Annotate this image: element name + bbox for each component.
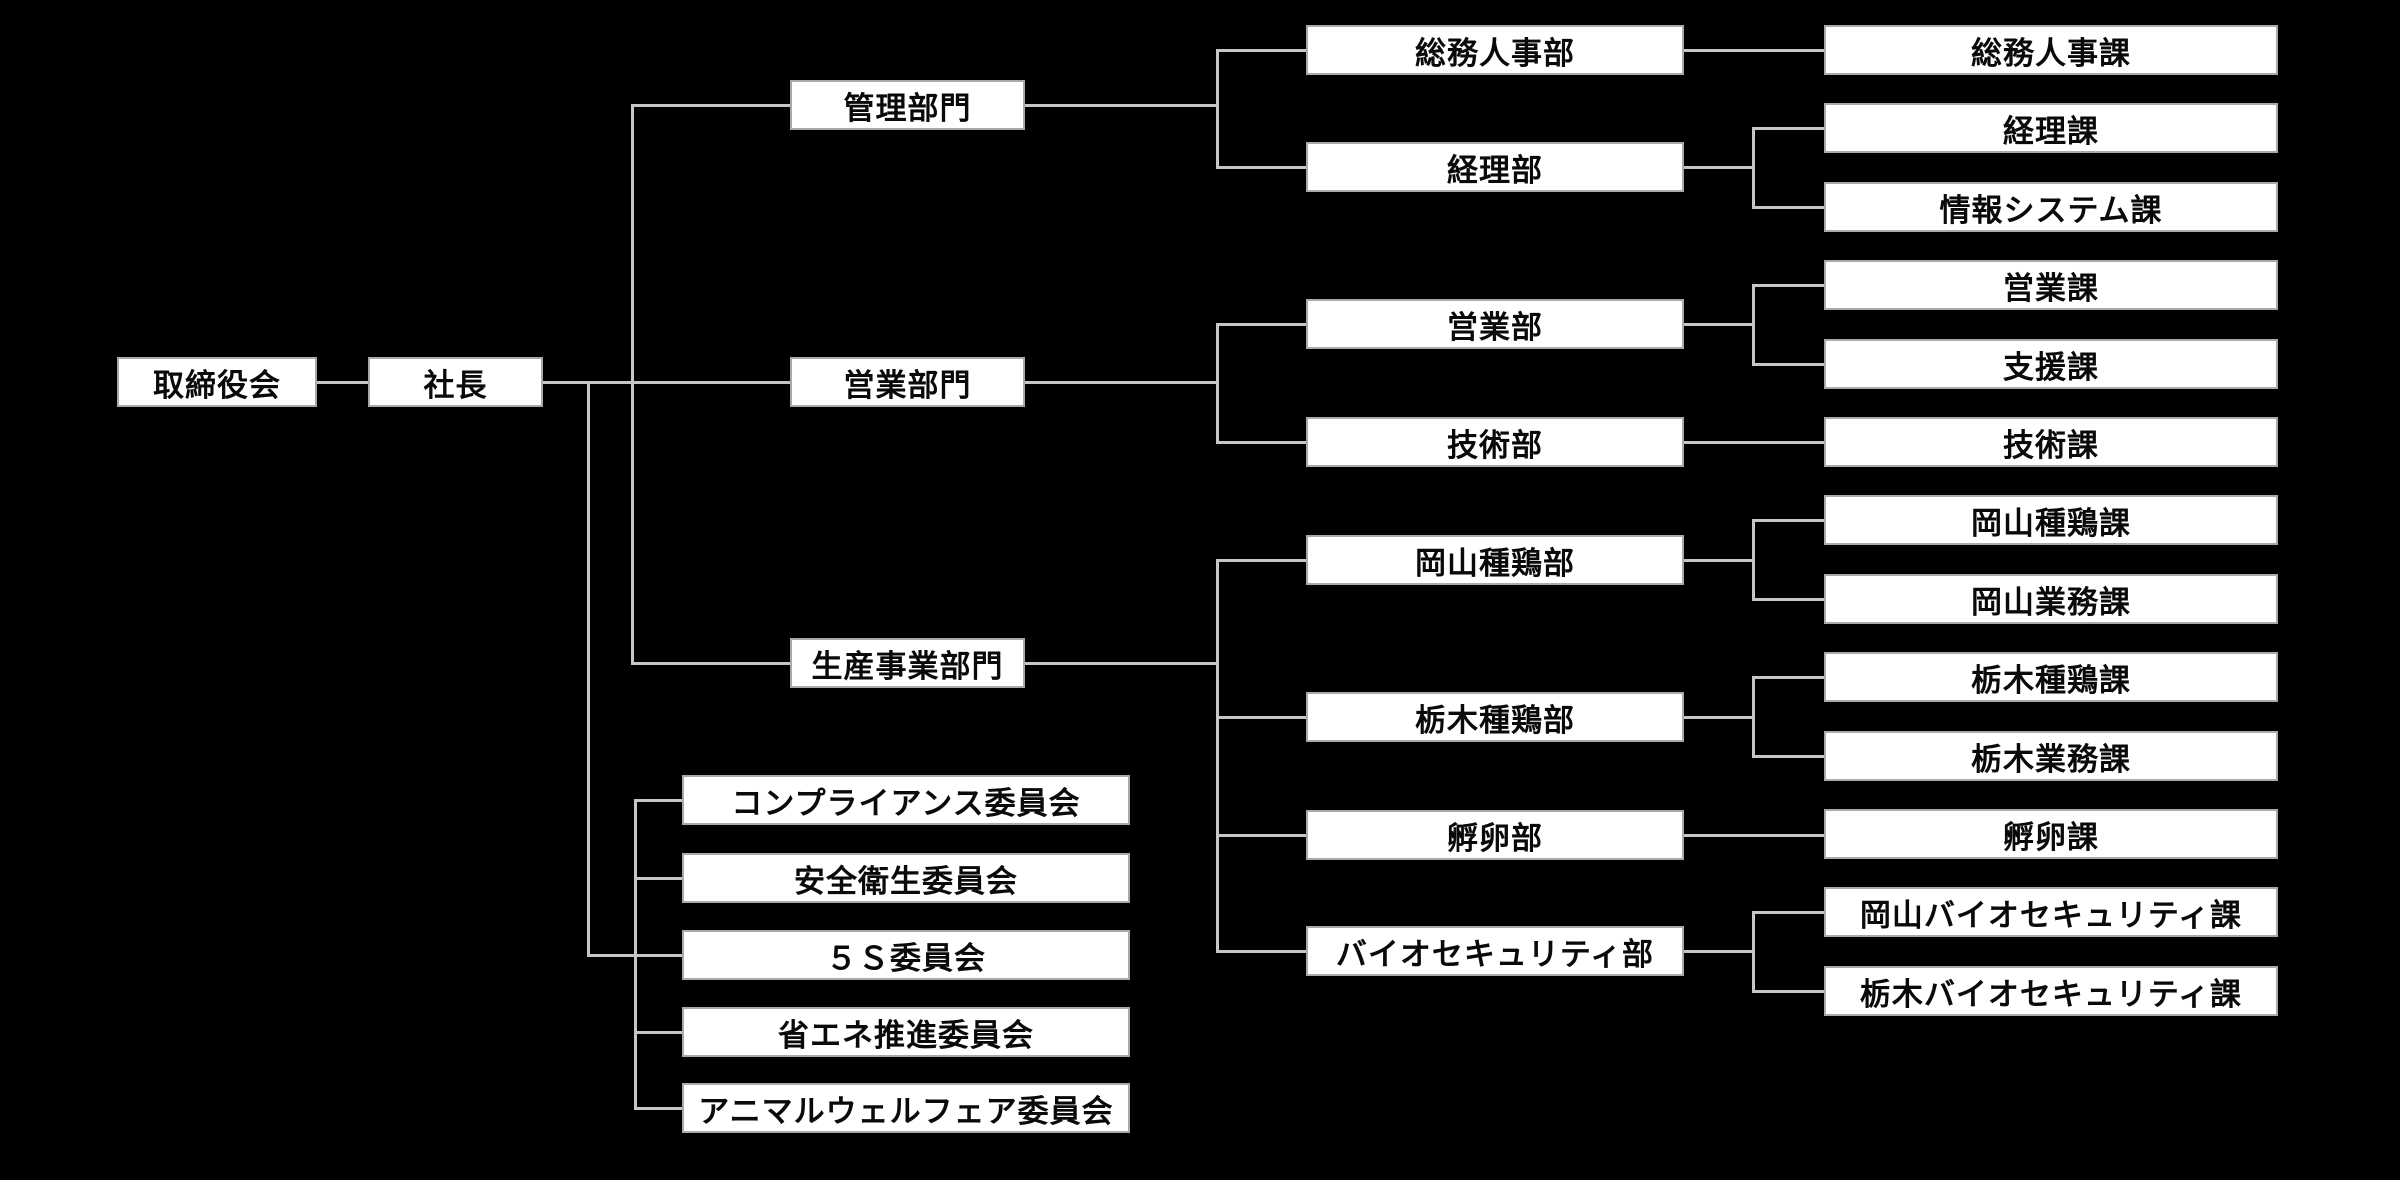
connector-line xyxy=(634,1107,682,1110)
connector-line xyxy=(1216,834,1306,837)
connector-line xyxy=(631,662,790,665)
division-box: 営業部門 xyxy=(790,357,1025,407)
connector-line xyxy=(1752,990,1824,993)
board-of-directors-box: 取締役会 xyxy=(117,357,317,407)
connector-line xyxy=(631,104,634,665)
connector-line xyxy=(1752,284,1824,287)
section-box: 岡山種鶏課 xyxy=(1824,495,2278,545)
connector-line xyxy=(317,381,368,384)
connector-line xyxy=(1752,206,1824,209)
committee-box: 省エネ推進委員会 xyxy=(682,1007,1130,1057)
connector-line xyxy=(1752,755,1824,758)
department-box: 栃木種鶏部 xyxy=(1306,692,1684,742)
connector-line xyxy=(1216,559,1306,562)
president-box: 社長 xyxy=(368,357,543,407)
connector-line xyxy=(1216,441,1306,444)
connector-line xyxy=(1025,104,1218,107)
connector-line xyxy=(1752,598,1824,601)
department-box: 孵卵部 xyxy=(1306,810,1684,860)
section-box: 栃木種鶏課 xyxy=(1824,652,2278,702)
department-box: 技術部 xyxy=(1306,417,1684,467)
connector-line xyxy=(1216,49,1306,52)
division-box: 生産事業部門 xyxy=(790,638,1025,688)
connector-line xyxy=(1684,323,1754,326)
connector-line xyxy=(1752,519,1824,522)
connector-line xyxy=(1025,662,1218,665)
department-box: 営業部 xyxy=(1306,299,1684,349)
committee-box: アニマルウェルフェア委員会 xyxy=(682,1083,1130,1133)
section-box: 孵卵課 xyxy=(1824,809,2278,859)
committee-box: コンプライアンス委員会 xyxy=(682,775,1130,825)
connector-line xyxy=(634,799,682,802)
connector-line xyxy=(1216,950,1306,953)
section-box: 総務人事課 xyxy=(1824,25,2278,75)
connector-line xyxy=(1752,127,1755,209)
department-box: 総務人事部 xyxy=(1306,25,1684,75)
connector-line xyxy=(1216,323,1219,444)
committee-box: 安全衛生委員会 xyxy=(682,853,1130,903)
connector-line xyxy=(1684,559,1754,562)
connector-line xyxy=(1216,559,1219,953)
section-box: 栃木業務課 xyxy=(1824,731,2278,781)
connector-line xyxy=(1752,127,1824,130)
connector-line xyxy=(1025,381,1218,384)
section-box: 経理課 xyxy=(1824,103,2278,153)
connector-line xyxy=(1752,284,1755,366)
section-box: 岡山業務課 xyxy=(1824,574,2278,624)
department-box: 経理部 xyxy=(1306,142,1684,192)
connector-line xyxy=(1752,911,1824,914)
connector-line xyxy=(1684,950,1754,953)
connector-line xyxy=(1684,441,1824,444)
section-box: 栃木バイオセキュリティ課 xyxy=(1824,966,2278,1016)
connector-line xyxy=(1752,363,1824,366)
connector-line xyxy=(543,381,790,384)
connector-line xyxy=(634,1031,682,1034)
connector-line xyxy=(634,799,637,1110)
connector-line xyxy=(631,104,790,107)
connector-line xyxy=(1752,519,1755,601)
connector-line xyxy=(1752,911,1755,993)
connector-line xyxy=(1216,716,1306,719)
connector-line xyxy=(1752,676,1824,679)
committee-box: ５Ｓ委員会 xyxy=(682,930,1130,980)
department-box: バイオセキュリティ部 xyxy=(1306,926,1684,976)
section-box: 技術課 xyxy=(1824,417,2278,467)
connector-line xyxy=(1752,676,1755,758)
connector-line xyxy=(1684,49,1824,52)
department-box: 岡山種鶏部 xyxy=(1306,535,1684,585)
connector-line xyxy=(1684,166,1754,169)
connector-line xyxy=(587,381,590,957)
connector-line xyxy=(1216,323,1306,326)
section-box: 岡山バイオセキュリティ課 xyxy=(1824,887,2278,937)
section-box: 情報システム課 xyxy=(1824,182,2278,232)
section-box: 営業課 xyxy=(1824,260,2278,310)
section-box: 支援課 xyxy=(1824,339,2278,389)
connector-line xyxy=(1684,834,1824,837)
connector-line xyxy=(1216,49,1219,169)
connector-line xyxy=(634,877,682,880)
connector-line xyxy=(1684,716,1754,719)
connector-line xyxy=(1216,166,1306,169)
division-box: 管理部門 xyxy=(790,80,1025,130)
